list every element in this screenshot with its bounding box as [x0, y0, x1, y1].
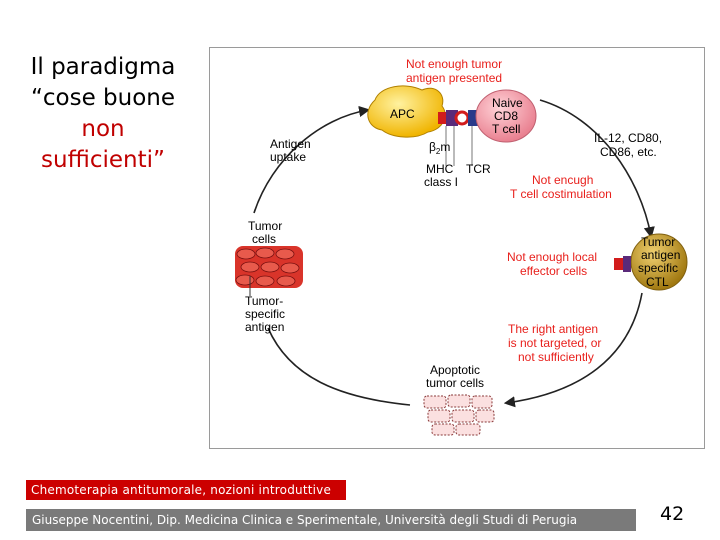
page-number: 42 — [660, 503, 685, 525]
antigen-uptake-label-2: uptake — [270, 150, 306, 164]
mhc-tcr-complex — [438, 110, 478, 166]
tumor-cells-cluster — [235, 246, 303, 288]
note-antigen-2: antigen presented — [406, 71, 502, 85]
apc-cell: APC — [367, 85, 446, 138]
cycle-arrow-left-up — [253, 105, 371, 214]
cycle-arrow-bottom-left — [267, 327, 411, 406]
naive-label-1: Naive — [492, 96, 523, 110]
ctl-label-4: CTL — [646, 275, 669, 289]
footer-author: Giuseppe Nocentini, Dip. Medicina Clinic… — [26, 509, 636, 531]
title-line-3: non — [81, 116, 125, 142]
note-target-1: The right antigen — [508, 322, 598, 336]
tcr-label: TCR — [466, 162, 491, 176]
ctl-label-2: antigen — [641, 248, 680, 262]
tsa-label-1: Tumor- — [245, 294, 283, 308]
title-line-4: sufficienti” — [8, 145, 198, 176]
tumor-cells-label-1: Tumor — [248, 219, 282, 233]
tsa-label-2: specific — [245, 307, 285, 321]
note-target-3: not sufficiently — [518, 350, 594, 364]
cycle-arrow-top-right — [539, 99, 655, 239]
b2m-label: β2m — [429, 140, 450, 156]
note-effector-2: effector cells — [520, 264, 587, 278]
note-antigen-1: Not enough tumor — [406, 57, 502, 71]
ctl-label-1: Tumor — [641, 235, 675, 249]
ctl-label-3: specific — [638, 261, 678, 275]
note-costim-1: Not encugh — [532, 173, 593, 187]
immune-cycle-figure: APC Naive CD8 T cell Not enough tumor an… — [209, 47, 705, 449]
title-line-1: Il paradigma — [30, 54, 176, 80]
tumor-specific-ctl: Tumor antigen specific CTL — [614, 233, 688, 291]
mhc-label-2: class I — [424, 175, 458, 189]
il12-label-2: CD86, etc. — [600, 145, 657, 159]
apoptotic-label-2: tumor cells — [426, 376, 484, 390]
apoptotic-cells-cluster — [423, 394, 495, 436]
title-word-sufficienti: sufficienti” — [41, 147, 165, 173]
naive-cd8-t-cell: Naive CD8 T cell — [475, 89, 537, 143]
apc-label: APC — [390, 107, 415, 121]
slide-title: Il paradigma “cose buone non sufficienti… — [8, 52, 198, 176]
tumor-cells-label-2: cells — [252, 232, 276, 246]
note-target-2: is not targeted, or — [508, 336, 601, 350]
mhc-label-1: MHC — [426, 162, 454, 176]
naive-label-3: T cell — [492, 122, 520, 136]
naive-label-2: CD8 — [494, 109, 518, 123]
title-line-2: “cose buone — [30, 85, 176, 111]
note-costim-2: T cell costimulation — [510, 187, 612, 201]
apoptotic-label-1: Apoptotic — [430, 363, 480, 377]
antigen-uptake-label-1: Antigen — [270, 137, 311, 151]
il12-label-1: IL-12, CD80, — [594, 131, 662, 145]
tsa-label-3: antigen — [245, 320, 284, 334]
footer-course-title: Chemoterapia antitumorale, nozioni intro… — [26, 480, 347, 500]
cycle-arrow-bottom-right — [503, 292, 643, 408]
immune-cycle-diagram: APC Naive CD8 T cell Not enough tumor an… — [235, 57, 688, 436]
note-effector-1: Not enough local — [507, 250, 597, 264]
